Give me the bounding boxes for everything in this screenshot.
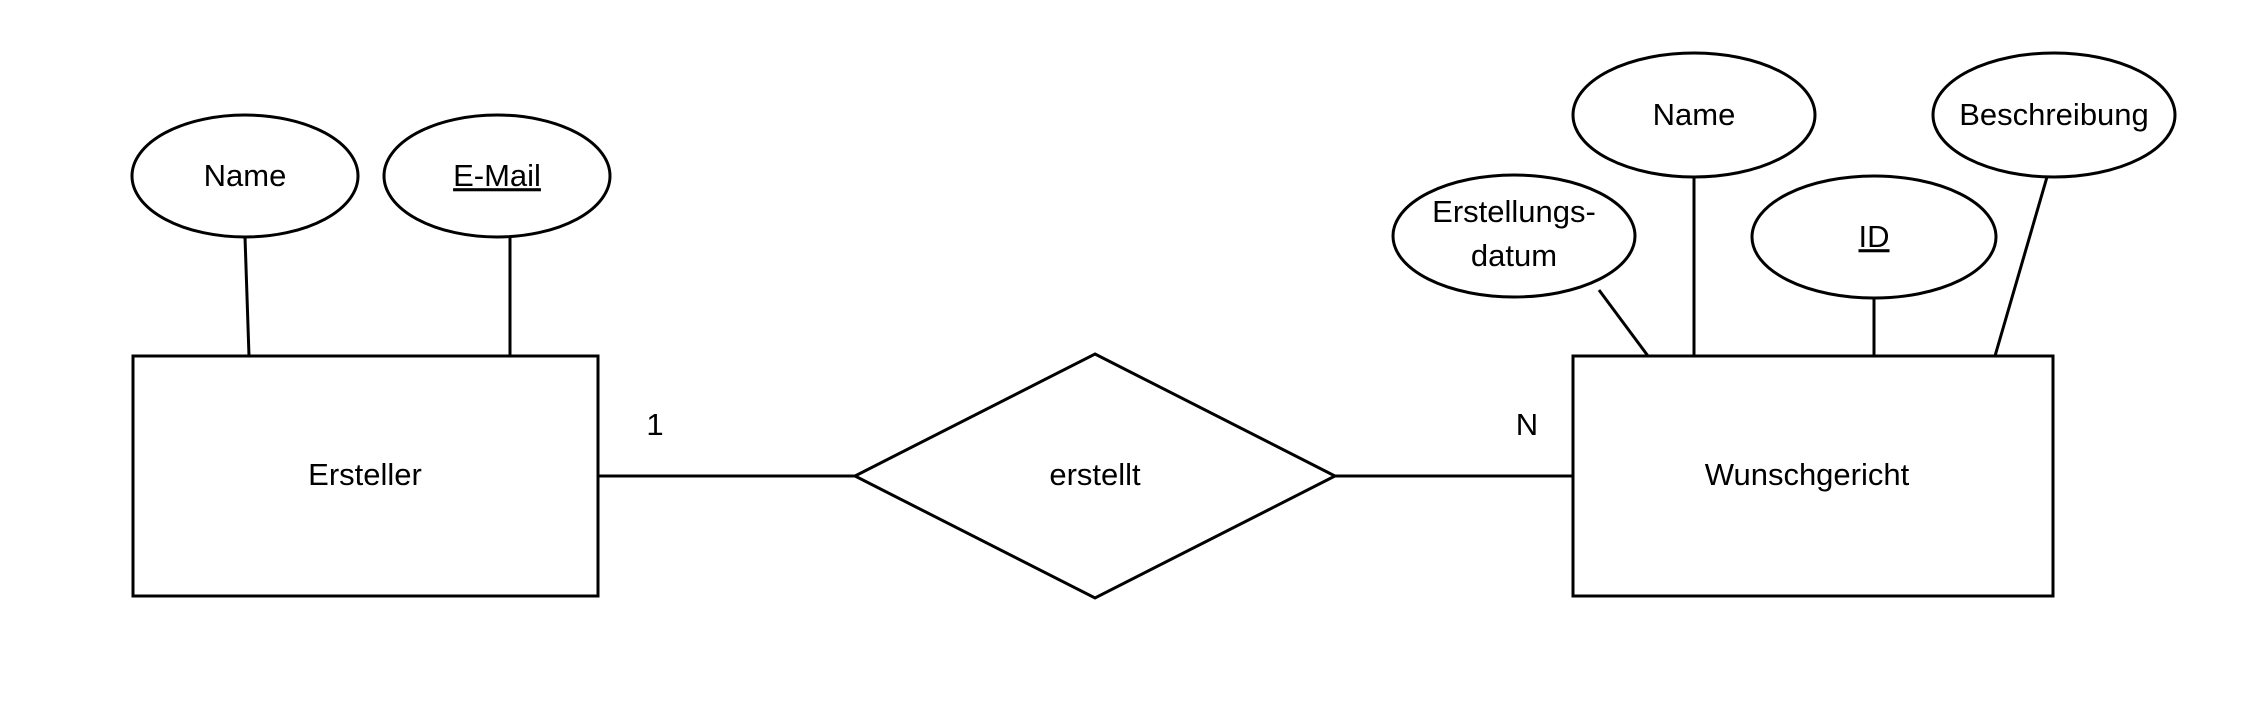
attribute-wunschgericht-erstellungsdatum-label-line1: Erstellungs- xyxy=(1432,194,1596,229)
attribute-wunschgericht-id[interactable]: ID xyxy=(1750,174,1998,300)
attribute-wunschgericht-id-ellipse[interactable] xyxy=(1750,174,1998,300)
relationship-erstellt-diamond[interactable] xyxy=(851,352,1339,600)
attribute-wunschgericht-beschreibung[interactable]: Beschreibung xyxy=(1931,51,2177,179)
attribute-ersteller-name[interactable]: Name xyxy=(130,113,360,239)
relationship-erstellt-label: erstellt xyxy=(1049,457,1141,492)
entity-wunschgericht-label: Wunschgericht xyxy=(1705,457,1910,492)
attribute-ersteller-email[interactable]: E-Mail xyxy=(382,113,612,239)
relationship-erstellt[interactable]: erstellt xyxy=(851,352,1339,600)
attribute-wunschgericht-id-label: ID xyxy=(1859,219,1890,254)
attribute-wunschgericht-name-ellipse[interactable] xyxy=(1571,51,1817,179)
attribute-ersteller-name-label: Name xyxy=(204,158,287,193)
entity-ersteller-box[interactable] xyxy=(131,354,600,598)
attribute-ersteller-email-label: E-Mail xyxy=(453,158,541,193)
cardinality-label-wunschgericht-side: N xyxy=(1516,407,1538,442)
entity-wunschgericht-box[interactable] xyxy=(1571,354,2055,598)
entity-ersteller[interactable]: Ersteller xyxy=(131,354,600,598)
attribute-line-ersteller-name xyxy=(243,236,251,357)
entity-wunschgericht[interactable]: Wunschgericht xyxy=(1571,354,2055,598)
attribute-wunschgericht-beschreibung-label: Beschreibung xyxy=(1959,97,2149,132)
attribute-wunschgericht-erstellungsdatum-label-line2: datum xyxy=(1471,238,1557,273)
cardinality-label-ersteller-side: 1 xyxy=(646,407,663,442)
attribute-ersteller-email-ellipse[interactable] xyxy=(382,113,612,239)
attribute-line-wunschgericht-beschreibung xyxy=(1993,176,2049,357)
attribute-line-wunschgericht-erstellungsdatum xyxy=(1597,289,1650,357)
attribute-wunschgericht-erstellungsdatum-ellipse[interactable] xyxy=(1391,173,1637,299)
attribute-wunschgericht-name[interactable]: Name xyxy=(1571,51,1817,179)
attribute-wunschgericht-beschreibung-ellipse[interactable] xyxy=(1931,51,2177,179)
attribute-ersteller-name-ellipse[interactable] xyxy=(130,113,360,239)
attribute-wunschgericht-name-label: Name xyxy=(1653,97,1736,132)
entity-ersteller-label: Ersteller xyxy=(308,457,422,492)
attribute-connector-lines xyxy=(243,176,2049,357)
attribute-wunschgericht-erstellungsdatum[interactable]: Erstellungs- datum xyxy=(1391,173,1637,299)
